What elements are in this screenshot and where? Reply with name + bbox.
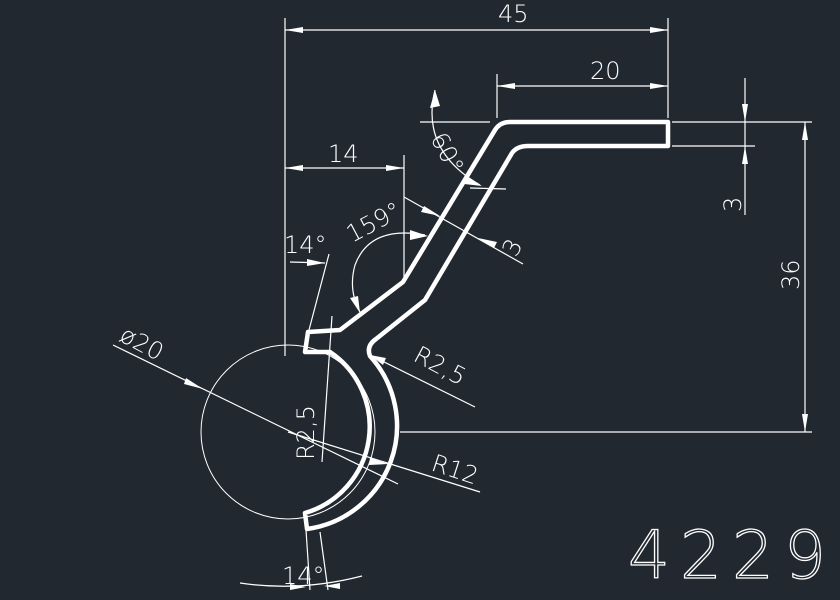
dimension-14-degree-upper: 14° (284, 231, 330, 331)
svg-text:R2,5: R2,5 (292, 405, 320, 460)
svg-text:3: 3 (497, 234, 529, 261)
dimension-45: 45 (284, 0, 669, 356)
dimension-3-top: 3 (672, 78, 812, 215)
svg-text:14°: 14° (282, 562, 325, 590)
svg-text:20: 20 (590, 57, 621, 85)
dimension-14-degree-lower: 14° (239, 529, 363, 591)
svg-text:14°: 14° (284, 231, 327, 259)
svg-text:3: 3 (719, 197, 747, 212)
dimension-r2-5-left: R2,5 (292, 315, 333, 463)
svg-text:45: 45 (498, 0, 529, 28)
dimension-20: 20 (496, 57, 668, 118)
drawing-number: 4229 (628, 517, 836, 594)
svg-text:14: 14 (328, 140, 359, 168)
dimension-36: 36 (400, 122, 812, 433)
svg-text:R2,5: R2,5 (409, 341, 471, 391)
part-profile (302, 119, 671, 532)
svg-text:36: 36 (777, 259, 805, 290)
dimension-14: 14 (285, 140, 405, 282)
dimension-r2-5-right: R2,5 (369, 341, 476, 408)
svg-text:R12: R12 (428, 449, 482, 490)
dimension-diameter-20: ø20 (112, 321, 399, 485)
dimension-60-degree: 60° (420, 89, 507, 190)
reference-circle (200, 344, 376, 520)
svg-text:60°: 60° (425, 128, 470, 179)
dimension-r12: R12 (287, 431, 482, 493)
